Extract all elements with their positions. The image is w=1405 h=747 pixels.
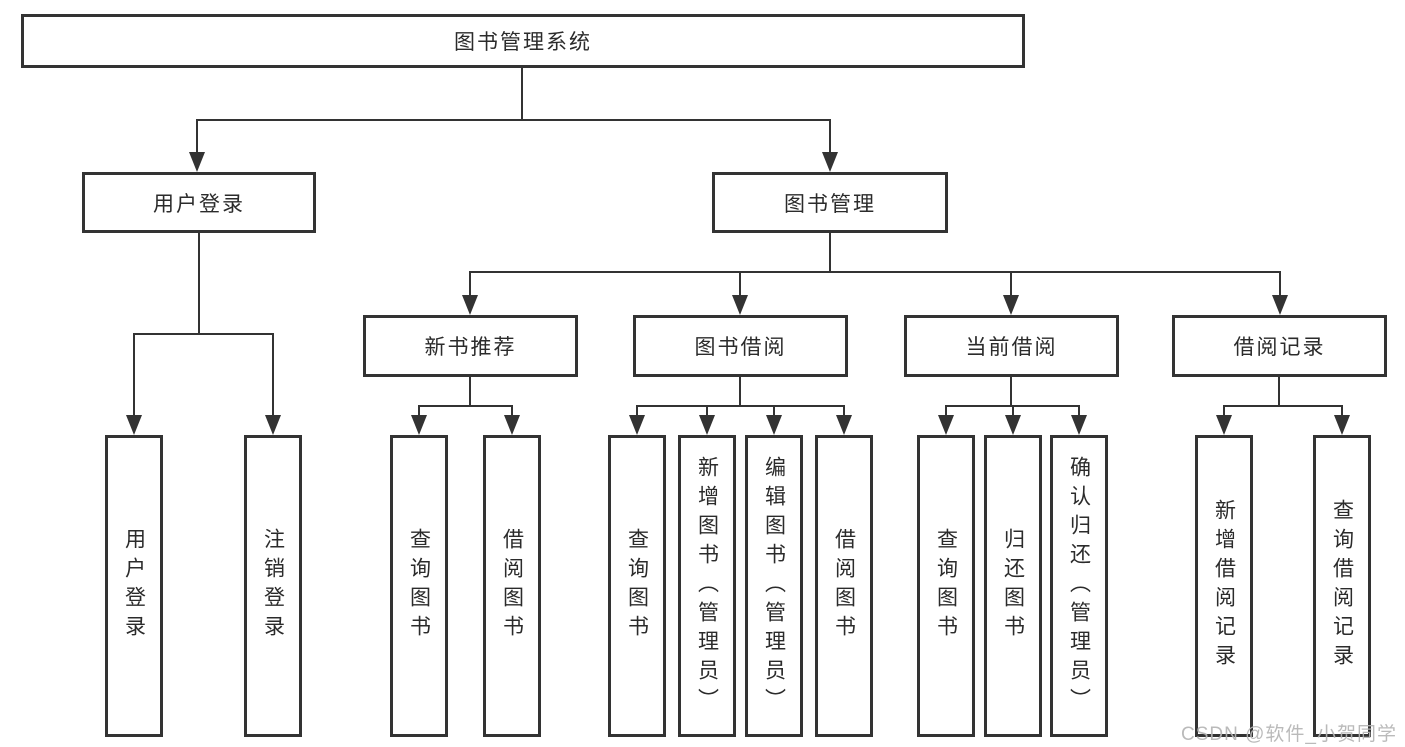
leaf-query-books: 查询图书	[917, 435, 975, 737]
arrow-down-icon	[126, 415, 142, 435]
arrow-down-icon	[822, 152, 838, 172]
connector-line	[272, 333, 274, 417]
connector-line	[1223, 405, 1225, 417]
arrow-down-icon	[836, 415, 852, 435]
connector-line	[1012, 405, 1014, 417]
leaf-add-books-admin: 新增图书（管理员）	[678, 435, 736, 737]
connector-line	[739, 377, 741, 407]
leaf-return-books: 归还图书	[984, 435, 1042, 737]
leaf-query-books: 查询图书	[608, 435, 666, 737]
leaf-user-login: 用户登录	[105, 435, 163, 737]
connector-line	[1341, 405, 1343, 417]
connector-line	[133, 333, 135, 417]
connector-line	[196, 119, 831, 121]
arrow-down-icon	[732, 295, 748, 315]
arrow-down-icon	[1003, 295, 1019, 315]
arrow-down-icon	[462, 295, 478, 315]
node-user-login: 用户登录	[82, 172, 316, 233]
connector-line	[739, 271, 741, 297]
node-current-borrowing: 当前借阅	[904, 315, 1119, 377]
leaf-edit-books-admin: 编辑图书（管理员）	[745, 435, 803, 737]
node-book-management: 图书管理	[712, 172, 948, 233]
leaf-add-borrow-record: 新增借阅记录	[1195, 435, 1253, 737]
connector-line	[418, 405, 420, 417]
connector-line	[1010, 377, 1012, 407]
watermark-text: CSDN @软件_小贺同学	[1181, 724, 1397, 745]
connector-line	[1278, 377, 1280, 407]
leaf-logout: 注销登录	[244, 435, 302, 737]
connector-line	[636, 405, 845, 407]
connector-line	[945, 405, 947, 417]
leaf-borrow-books: 借阅图书	[815, 435, 873, 737]
connector-line	[1279, 271, 1281, 297]
arrow-down-icon	[189, 152, 205, 172]
leaf-query-borrow-record: 查询借阅记录	[1313, 435, 1371, 737]
node-library-management-system: 图书管理系统	[21, 14, 1025, 68]
connector-line	[829, 119, 831, 154]
arrow-down-icon	[938, 415, 954, 435]
connector-line	[1223, 405, 1343, 407]
node-borrowing-records: 借阅记录	[1172, 315, 1387, 377]
arrow-down-icon	[1334, 415, 1350, 435]
connector-line	[196, 119, 198, 154]
node-book-borrowing: 图书借阅	[633, 315, 848, 377]
connector-line	[469, 271, 471, 297]
arrow-down-icon	[629, 415, 645, 435]
connector-line	[511, 405, 513, 417]
arrow-down-icon	[1272, 295, 1288, 315]
leaf-query-books: 查询图书	[390, 435, 448, 737]
connector-line	[133, 333, 274, 335]
connector-line	[843, 405, 845, 417]
connector-line	[773, 405, 775, 417]
arrow-down-icon	[411, 415, 427, 435]
arrow-down-icon	[699, 415, 715, 435]
connector-line	[1010, 271, 1012, 297]
connector-line	[521, 68, 523, 120]
connector-line	[706, 405, 708, 417]
node-new-book-recommendation: 新书推荐	[363, 315, 578, 377]
connector-line	[198, 233, 200, 335]
leaf-borrow-books: 借阅图书	[483, 435, 541, 737]
connector-line	[418, 405, 513, 407]
connector-line	[469, 377, 471, 407]
connector-line	[636, 405, 638, 417]
arrow-down-icon	[265, 415, 281, 435]
arrow-down-icon	[1216, 415, 1232, 435]
connector-line	[1078, 405, 1080, 417]
arrow-down-icon	[1005, 415, 1021, 435]
arrow-down-icon	[1071, 415, 1087, 435]
connector-line	[469, 271, 1281, 273]
leaf-confirm-return-admin: 确认归还（管理员）	[1050, 435, 1108, 737]
arrow-down-icon	[504, 415, 520, 435]
connector-line	[829, 233, 831, 273]
arrow-down-icon	[766, 415, 782, 435]
